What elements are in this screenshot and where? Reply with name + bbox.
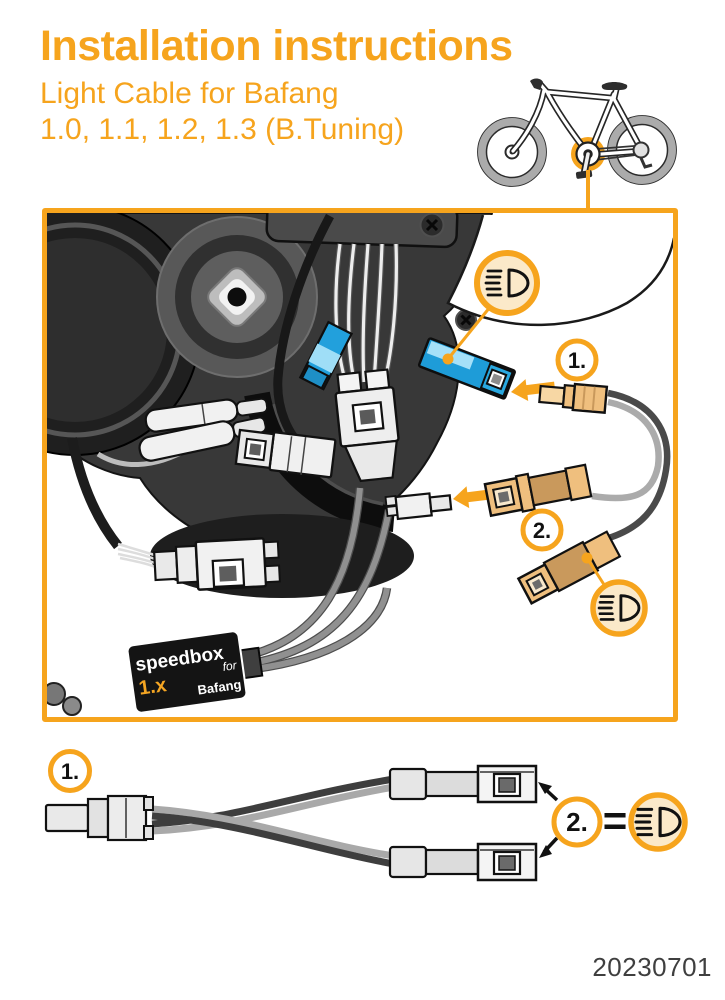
frame-tube bbox=[265, 213, 459, 249]
speedbox-cables bbox=[245, 487, 394, 675]
handlebar bbox=[530, 78, 543, 90]
light-cable-connector-2 bbox=[483, 463, 593, 518]
equals-sign: = bbox=[603, 797, 628, 844]
headlight-icon-3 bbox=[628, 792, 688, 852]
cable-branches bbox=[151, 775, 395, 868]
light-cable-connector-3 bbox=[516, 530, 622, 606]
svg-text:1.: 1. bbox=[568, 348, 586, 373]
thick-cable-top bbox=[273, 213, 334, 454]
step2-badge: 2. bbox=[520, 508, 564, 552]
motor-installation-illustration: speedbox 1.x for Bafang bbox=[47, 213, 673, 716]
screw-lower bbox=[455, 309, 477, 331]
subtitle-line-1: Light Cable for Bafang bbox=[40, 77, 339, 110]
date-code: 20230701 bbox=[592, 952, 712, 982]
cassette bbox=[632, 141, 650, 159]
headlight-callout-1 bbox=[442, 250, 540, 365]
output-connector-bottom bbox=[388, 842, 538, 882]
step2-male-connector bbox=[384, 492, 453, 521]
vertical-connector bbox=[334, 368, 400, 483]
step1-badge-bottom: 1. bbox=[48, 749, 92, 793]
screw-top bbox=[419, 213, 445, 238]
motor-axle bbox=[156, 216, 318, 378]
svg-text:2.: 2. bbox=[533, 518, 551, 543]
headlight-icon-2 bbox=[590, 579, 648, 637]
main-harness-connector bbox=[153, 537, 281, 591]
speedbox-platform-label: Bafang bbox=[197, 677, 243, 698]
step2-badge-bottom: 2. bbox=[551, 796, 603, 848]
headlight-icon-1 bbox=[474, 250, 540, 316]
output-connector-top bbox=[388, 764, 538, 804]
footer: 20230701 bbox=[592, 952, 712, 983]
blue-connector-left bbox=[298, 320, 354, 391]
wire-bundle bbox=[333, 243, 400, 385]
cable-end-1 bbox=[47, 682, 66, 706]
headlight-callout-2 bbox=[581, 552, 648, 637]
svg-text:1.: 1. bbox=[61, 759, 79, 784]
subtitle-line-2: 1.0, 1.1, 1.2, 1.3 (B.Tuning) bbox=[40, 113, 405, 146]
cable-loop bbox=[591, 389, 671, 544]
cable-end-2 bbox=[62, 696, 82, 716]
step2-arrow-top bbox=[538, 782, 559, 802]
derailleur bbox=[639, 157, 653, 169]
svg-text:2.: 2. bbox=[566, 807, 588, 837]
main-figure-frame: speedbox 1.x for Bafang bbox=[42, 208, 678, 722]
speedbox-model-label: 1.x bbox=[137, 674, 168, 700]
chain bbox=[594, 145, 637, 161]
page-title: Installation instructions bbox=[40, 22, 513, 70]
female-connector-left bbox=[234, 428, 337, 479]
cable-schematic: 1. bbox=[44, 749, 688, 882]
saddle bbox=[601, 82, 628, 90]
speedbox-device: speedbox 1.x for Bafang bbox=[126, 630, 264, 714]
input-connector bbox=[44, 794, 154, 842]
light-cable-connector-1 bbox=[538, 382, 609, 415]
callout-connector-line bbox=[586, 170, 590, 210]
step1-arrow bbox=[511, 379, 556, 401]
step2-arrow bbox=[453, 486, 490, 509]
crank-chainring bbox=[575, 141, 601, 179]
step2-arrow-bottom bbox=[539, 836, 559, 858]
bike-location-illustration bbox=[477, 78, 677, 187]
blue-connector-main bbox=[417, 337, 516, 400]
step1-badge: 1. bbox=[555, 338, 599, 382]
front-wheel bbox=[477, 117, 547, 187]
speedbox-for-label: for bbox=[222, 658, 239, 674]
thick-cable-bottom bbox=[67, 437, 122, 550]
